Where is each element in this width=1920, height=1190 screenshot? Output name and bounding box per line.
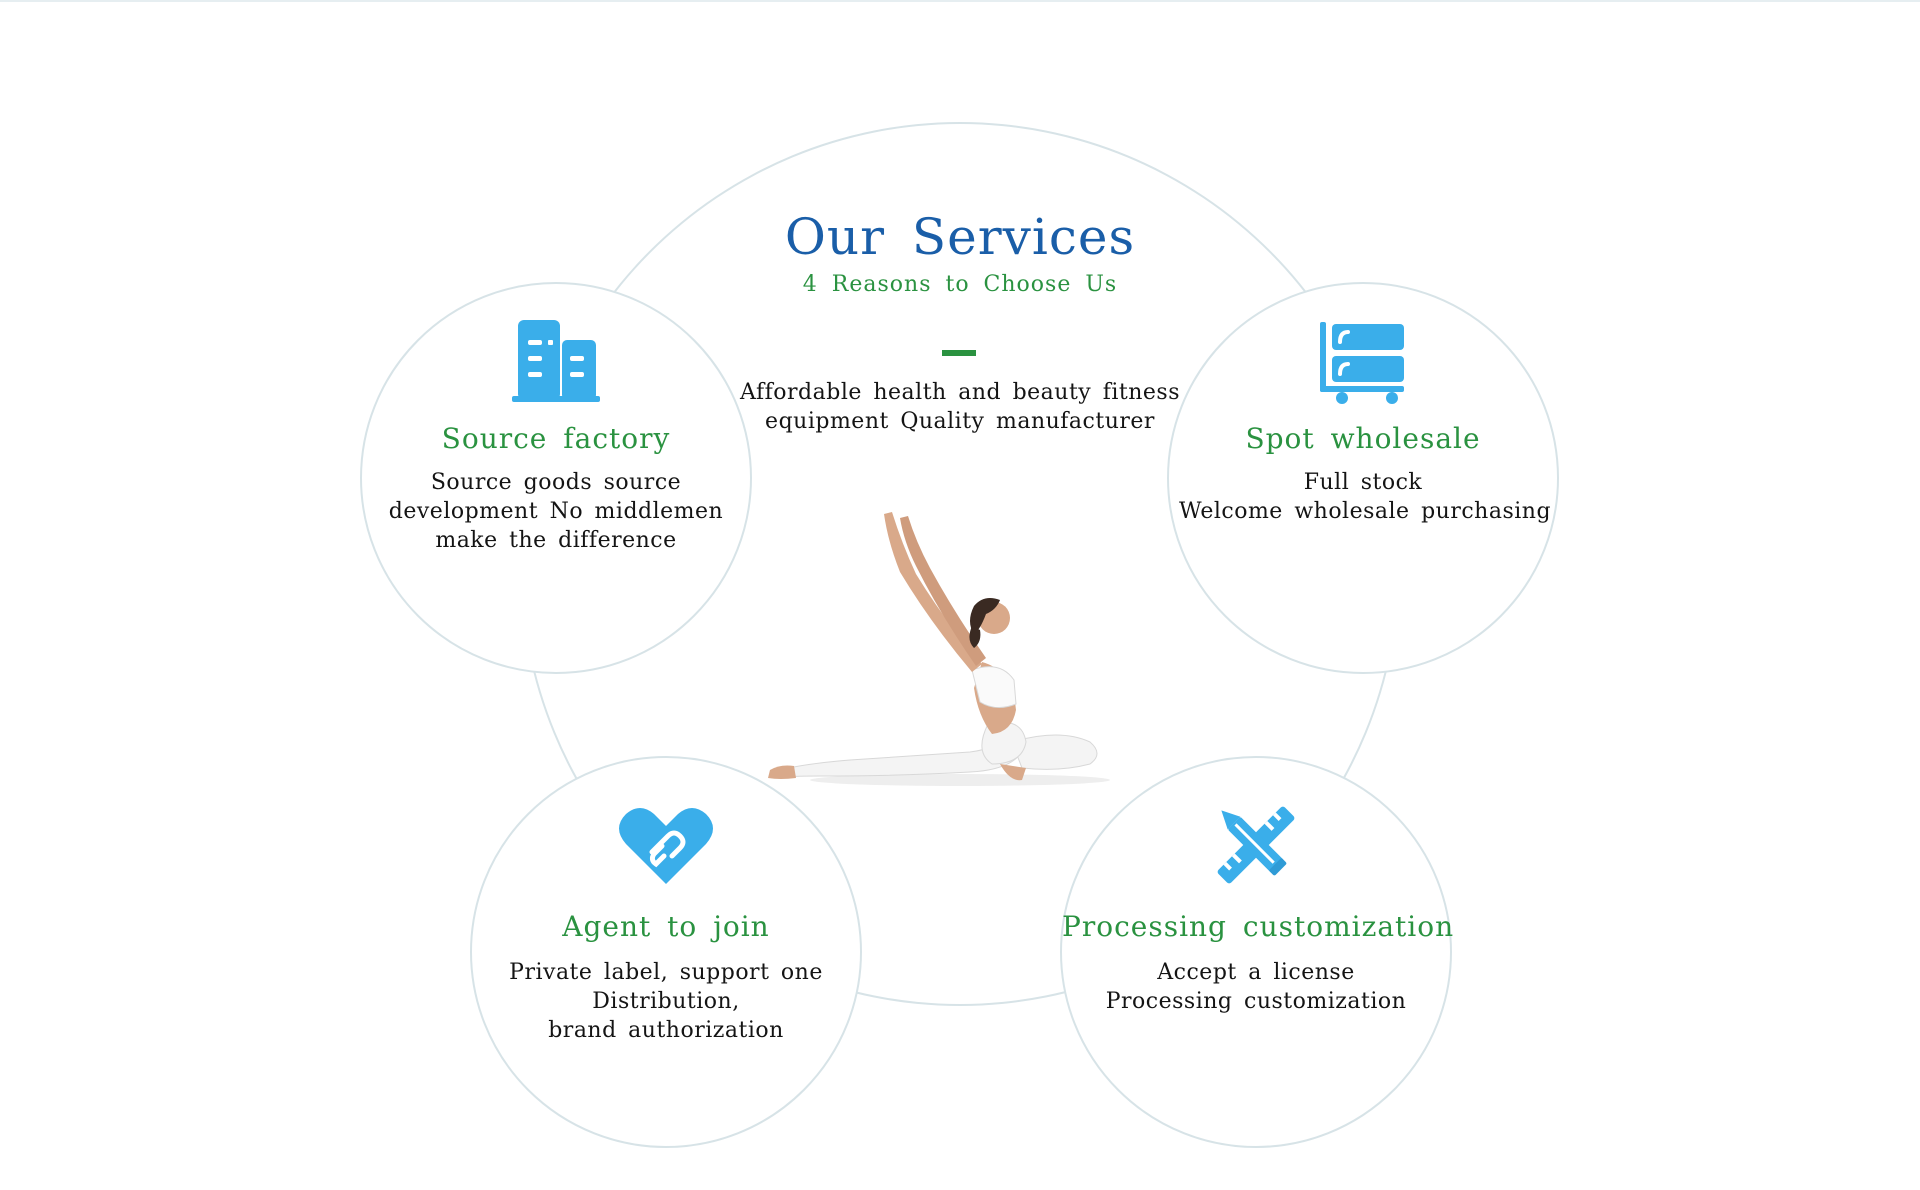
- service-title: Processing customization: [1062, 910, 1455, 943]
- description-line: equipment Quality manufacturer: [765, 409, 1155, 434]
- description-line: Processing customization: [1105, 989, 1407, 1014]
- service-title: Source factory: [441, 422, 671, 455]
- page-title: Our Services: [784, 208, 1136, 266]
- description-line: Distribution,: [592, 989, 740, 1014]
- description-line: Welcome wholesale purchasing: [1179, 499, 1552, 524]
- service-description: Accept a license Processing customizatio…: [1072, 958, 1440, 1016]
- page-subtitle: 4 Reasons to Choose Us: [802, 272, 1118, 297]
- service-title: Spot wholesale: [1245, 422, 1481, 455]
- description-line: Full stock: [1303, 470, 1423, 495]
- yoga-figure-illustration: [768, 512, 1110, 786]
- service-description: Private label, support one Distribution,…: [482, 958, 850, 1045]
- building-icon: [512, 320, 600, 402]
- service-description: Source goods source development No middl…: [372, 468, 740, 555]
- handshake-heart-icon: [619, 808, 713, 884]
- description-line: Source goods source: [430, 470, 682, 495]
- service-title: Agent to join: [562, 910, 770, 943]
- description-line: Private label, support one: [509, 960, 823, 985]
- description-line: development No middlemen: [388, 499, 724, 524]
- service-card-processing-customization: Processing customization Accept a licens…: [1060, 756, 1455, 1148]
- title-divider: [942, 350, 976, 356]
- description-line: Affordable health and beauty fitness: [739, 380, 1181, 405]
- service-card-spot-wholesale: Spot wholesale Full stock Welcome wholes…: [1167, 282, 1559, 674]
- description-line: Accept a license: [1157, 960, 1355, 985]
- description-line: brand authorization: [548, 1018, 784, 1043]
- description-line: make the difference: [435, 528, 677, 553]
- cart-storage-icon: [1320, 322, 1404, 404]
- service-description: Full stock Welcome wholesale purchasing: [1179, 468, 1552, 526]
- service-card-agent-to-join: Agent to join Private label, support one…: [470, 756, 862, 1148]
- page-description: Affordable health and beauty fitness equ…: [700, 378, 1220, 436]
- service-card-source-factory: Source factory Source goods source devel…: [360, 282, 752, 674]
- pencil-ruler-icon: [1217, 806, 1295, 884]
